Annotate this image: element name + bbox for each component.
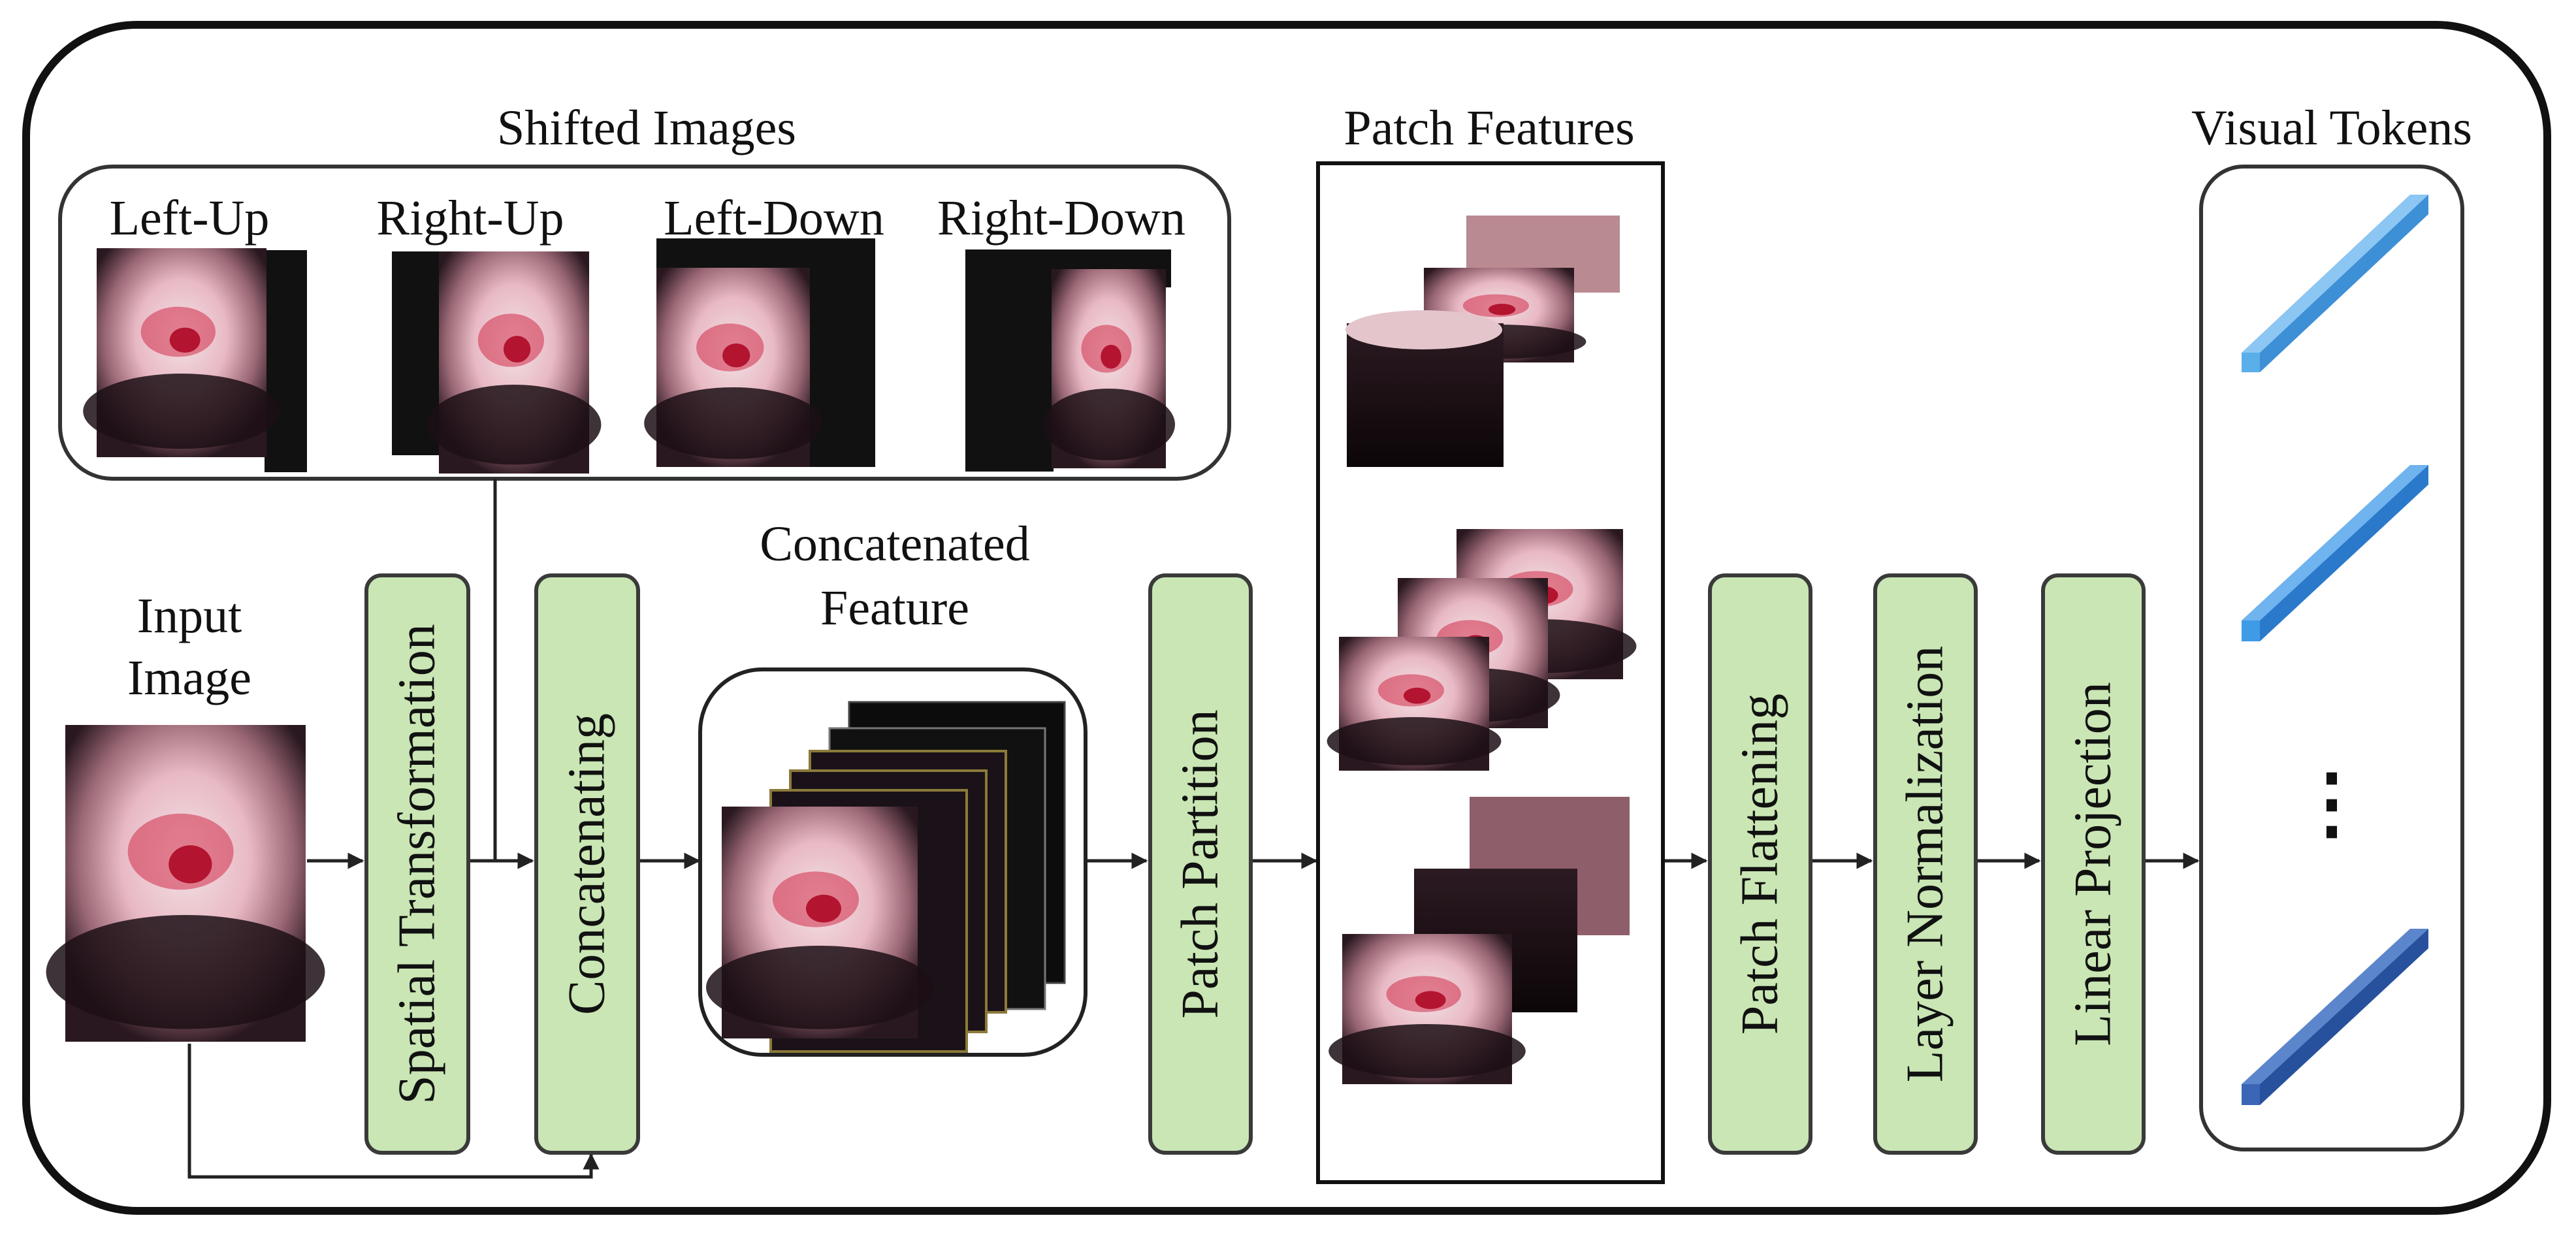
visual-token-2 bbox=[2242, 465, 2428, 641]
spatial-transformation-block: Spatial Transformation bbox=[364, 573, 470, 1155]
shifted-label-right-up: Right-Up bbox=[376, 191, 564, 246]
concatenating-block: Concatenating bbox=[534, 573, 640, 1155]
outer-frame bbox=[22, 21, 2551, 1215]
linear-projection-block: Linear Projection bbox=[2041, 573, 2146, 1155]
input-image-label-1: Input bbox=[137, 588, 242, 643]
shifted-thumb-left-up bbox=[83, 248, 307, 472]
spatial-transformation-label: Spatial Transformation bbox=[388, 624, 446, 1104]
patch-group-2 bbox=[1327, 529, 1637, 771]
shifted-images-title: Shifted Images bbox=[496, 101, 796, 155]
linear-projection-label: Linear Projection bbox=[2064, 682, 2122, 1046]
shifted-images-frame bbox=[58, 165, 1231, 481]
shifted-thumb-left-down bbox=[644, 238, 875, 467]
patch-flattening-label: Patch Flattening bbox=[1731, 693, 1789, 1035]
concatenating-label: Concatenating bbox=[558, 713, 616, 1016]
shifted-label-left-up: Left-Up bbox=[109, 191, 270, 246]
concatenated-feature-label-1: Concatenated bbox=[760, 517, 1030, 571]
patch-flattening-block: Patch Flattening bbox=[1708, 573, 1812, 1155]
patch-group-3 bbox=[1328, 797, 1630, 1084]
shifted-thumb-right-up bbox=[392, 251, 602, 474]
concatenated-feature-stack bbox=[706, 701, 1066, 1053]
visual-tokens-frame bbox=[2199, 165, 2464, 1151]
layer-normalization-label: Layer Normalization bbox=[1896, 645, 1954, 1083]
shifted-thumb-right-down bbox=[965, 249, 1175, 472]
visual-token-3 bbox=[2242, 929, 2428, 1105]
patch-features-frame bbox=[1316, 161, 1665, 1184]
shifted-label-right-down: Right-Down bbox=[937, 191, 1185, 246]
shifted-label-left-down: Left-Down bbox=[664, 191, 884, 246]
concatenated-feature-label-2: Feature bbox=[820, 581, 969, 635]
visual-token-1 bbox=[2242, 195, 2428, 372]
patch-features-title: Patch Features bbox=[1344, 101, 1635, 155]
patch-group-1 bbox=[1345, 216, 1620, 467]
patch-partition-block: Patch Partition bbox=[1148, 573, 1253, 1155]
layer-normalization-block: Layer Normalization bbox=[1873, 573, 1978, 1155]
visual-tokens-ellipsis: ⋮ bbox=[2293, 760, 2371, 846]
input-image bbox=[46, 725, 325, 1042]
concatenated-feature-frame bbox=[698, 667, 1087, 1057]
input-image-label-2: Image bbox=[127, 651, 251, 705]
patch-partition-label: Patch Partition bbox=[1171, 709, 1229, 1019]
skip-connection bbox=[187, 1044, 600, 1179]
visual-tokens-title: Visual Tokens bbox=[2191, 101, 2472, 155]
